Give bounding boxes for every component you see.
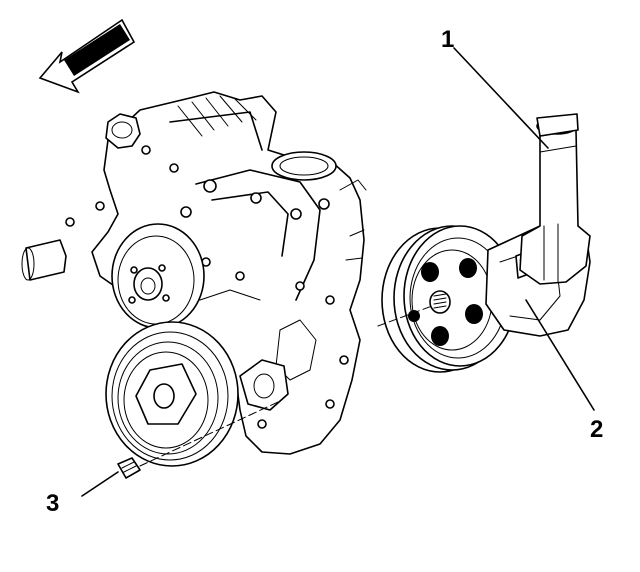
power-steering-reservoir [519,113,591,285]
water-pump-pulley [111,223,205,329]
front-direction-arrow-icon [38,18,136,94]
callout-1: 1 [441,26,455,53]
power-steering-pulley [377,225,517,373]
callout-3: 3 [46,490,60,517]
leader-line-2 [525,299,595,411]
crankshaft-balancer [105,321,289,467]
callout-2: 2 [590,416,604,443]
engine-front-cover [21,91,367,455]
leader-line-1 [453,47,549,149]
pump-mounting-bolt [81,401,279,497]
